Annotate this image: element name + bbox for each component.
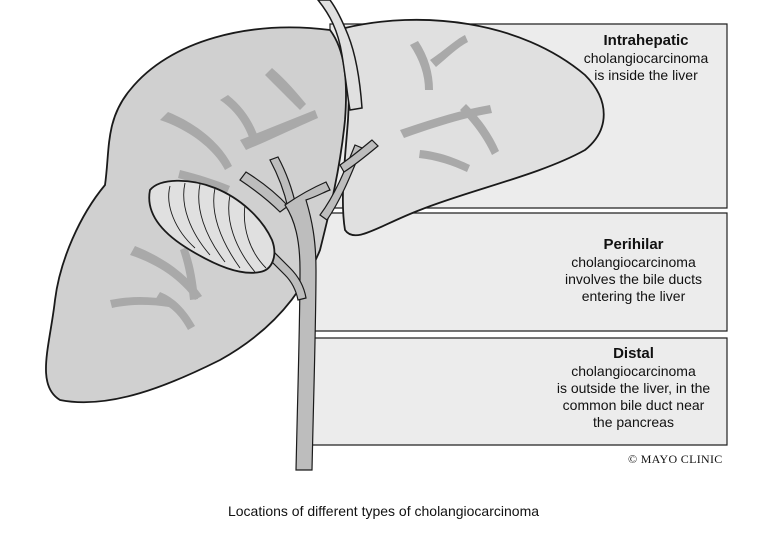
- gallbladder: [148, 179, 276, 274]
- liver-left-lobe: [341, 18, 605, 237]
- intrahepatic-line-1: cholangiocarcinoma: [583, 50, 709, 66]
- intrahepatic-line-2: is inside the liver: [594, 67, 698, 83]
- copyright-notice: © MAYO CLINIC: [628, 452, 723, 466]
- left-lobe-vessels: [400, 35, 499, 172]
- figure-caption: Locations of different types of cholangi…: [227, 503, 540, 519]
- right-lobe-vessels: [110, 68, 318, 330]
- distal-line-2: is outside the liver, in the: [556, 380, 711, 396]
- distal-label: Distal cholangiocarcinoma is outside the…: [540, 345, 727, 431]
- perihilar-line-3: entering the liver: [581, 288, 686, 304]
- distal-title: Distal: [613, 345, 654, 362]
- bile-ducts: [239, 139, 379, 221]
- perihilar-line-1: cholangiocarcinoma: [571, 254, 696, 270]
- perihilar-title: Perihilar: [603, 236, 664, 253]
- intrahepatic-title: Intrahepatic: [603, 32, 689, 49]
- perihilar-line-2: involves the bile ducts: [565, 271, 702, 287]
- distal-line-1: cholangiocarcinoma: [571, 363, 696, 379]
- falciform-ligament: [317, 0, 363, 111]
- distal-line-3: common bile duct near: [562, 397, 705, 413]
- intrahepatic-label: Intrahepatic cholangiocarcinoma is insid…: [565, 32, 727, 84]
- perihilar-label: Perihilar cholangiocarcinoma involves th…: [540, 236, 727, 305]
- distal-line-4: the pancreas: [593, 414, 674, 430]
